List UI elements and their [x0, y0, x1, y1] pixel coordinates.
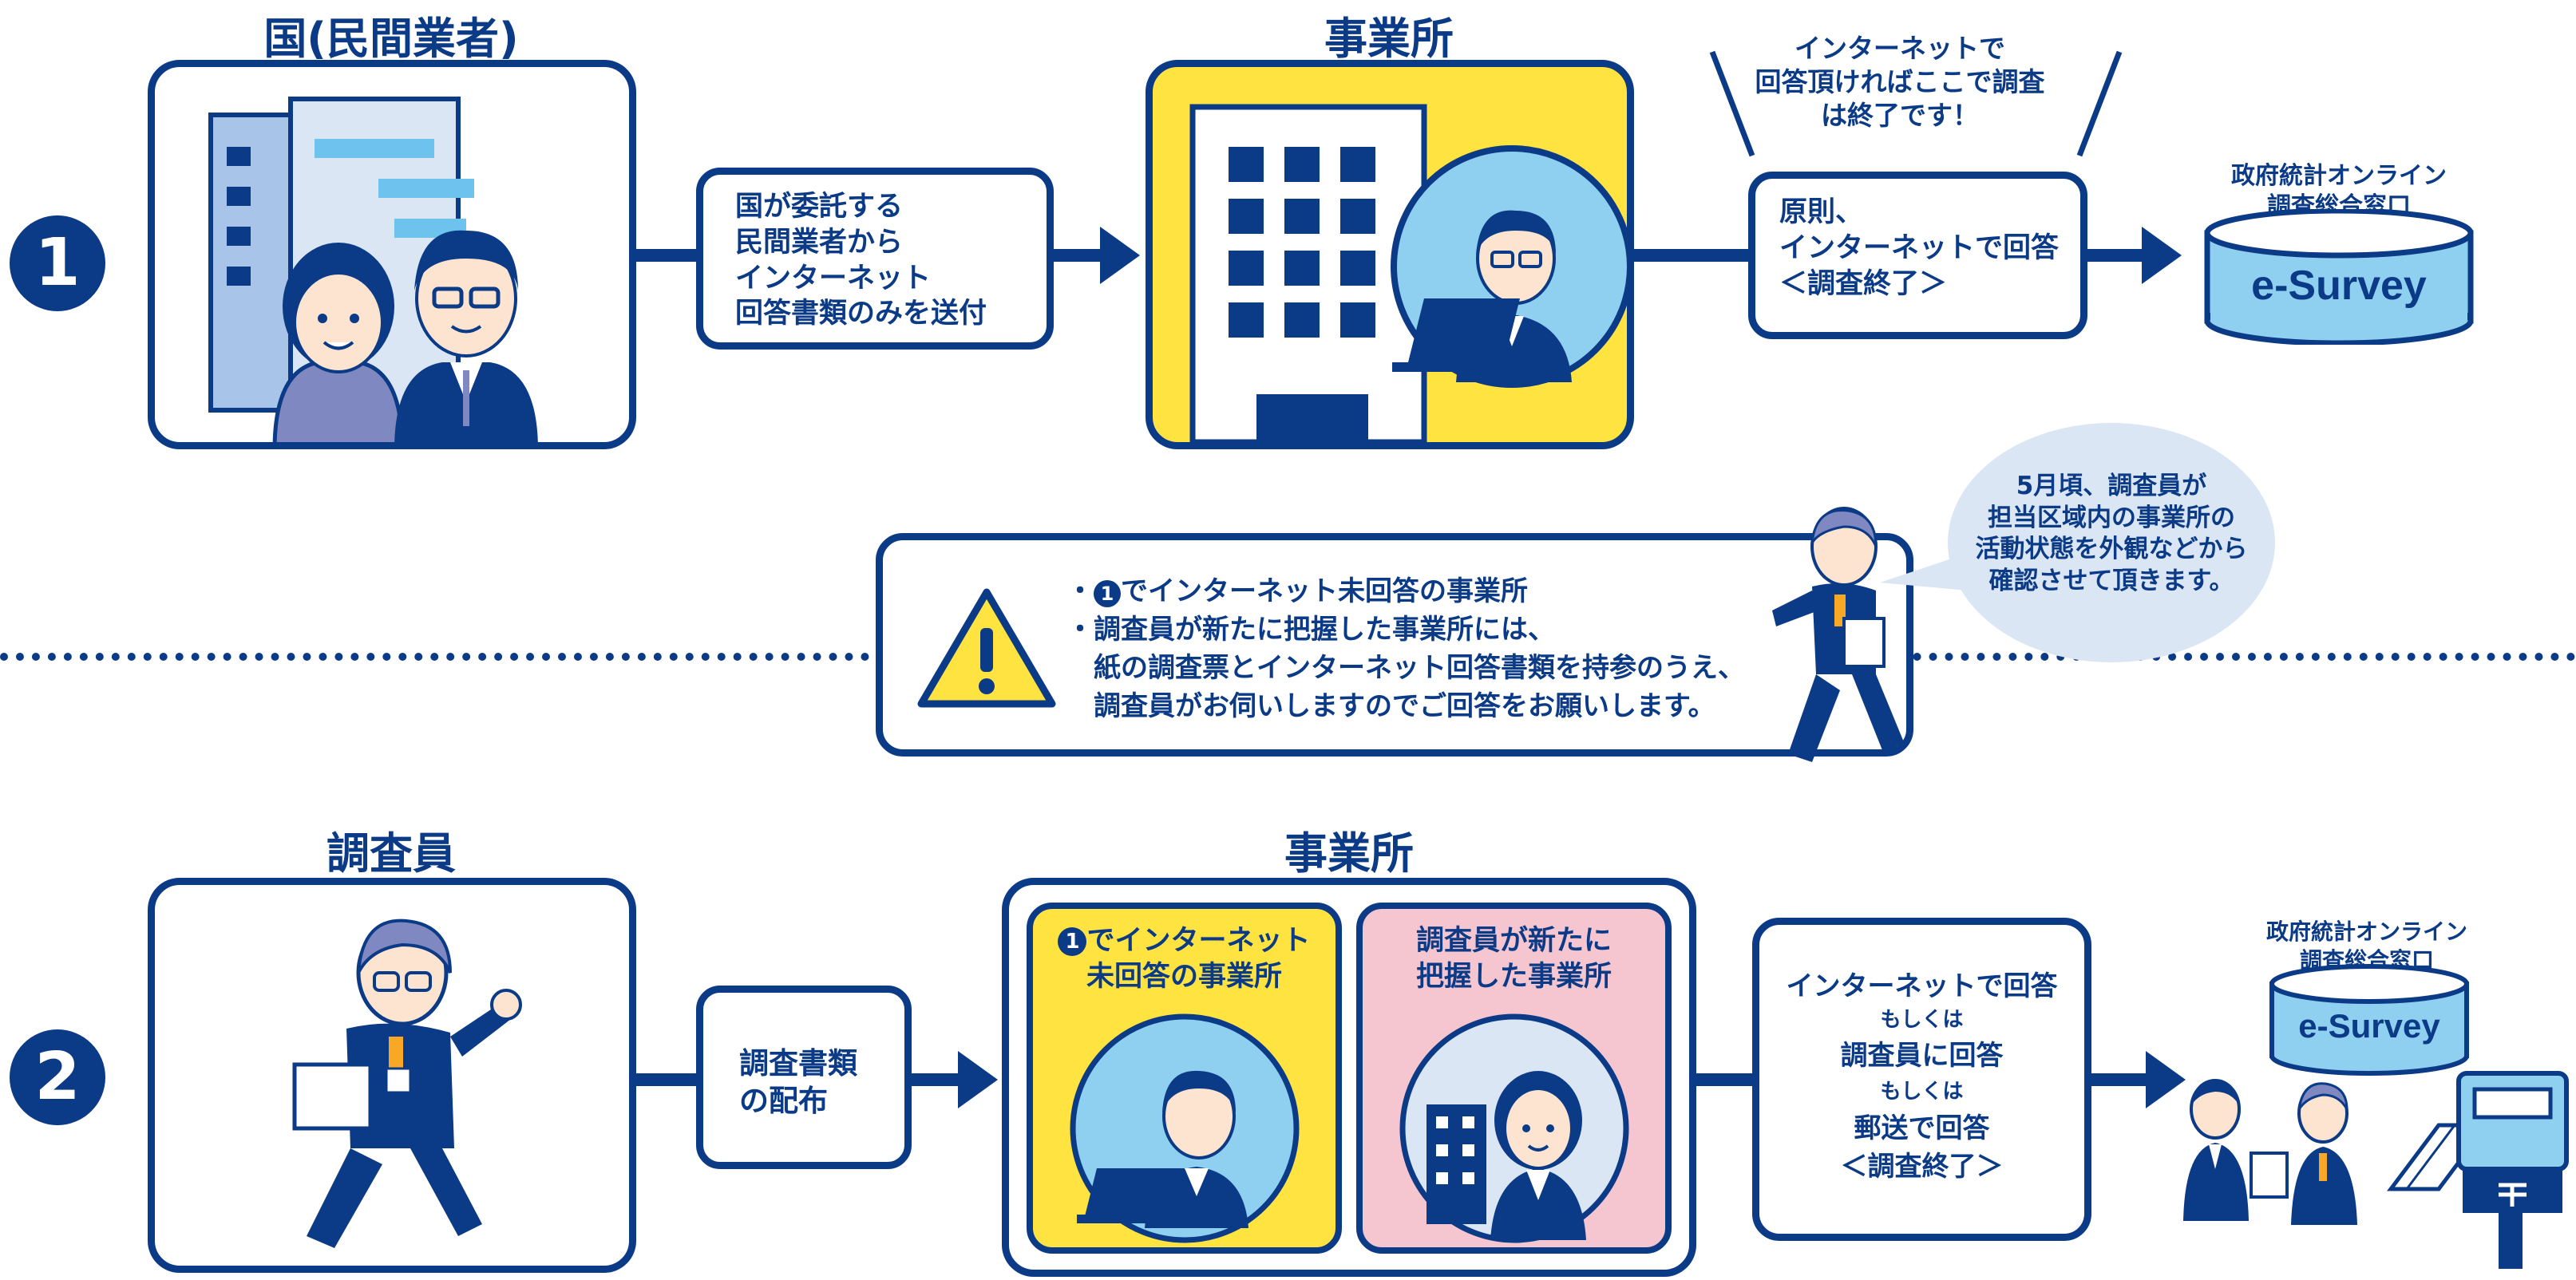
- answer-text-1: 原則、 インターネットで回答 ＜調査終了＞: [1779, 196, 2060, 300]
- investigator-panel: [148, 878, 636, 1273]
- answer-or-2: もしくは: [1880, 1080, 1964, 1104]
- investigator-label: 調査員: [326, 828, 456, 879]
- office-label-2: 事業所: [1284, 828, 1414, 879]
- connector-line: [636, 1073, 700, 1086]
- send-text: 国が委託する 民間業者から インターネット 回答書類のみを送付: [735, 191, 987, 330]
- esurvey-cylinder-icon: [2269, 964, 2469, 1076]
- arrow-line: [2087, 249, 2143, 262]
- new-office-card: 調査員が新たに 把握した事業所: [1356, 903, 1672, 1254]
- office-building-worker-illustration: [1189, 104, 1627, 442]
- office-label-1: 事業所: [1324, 14, 1454, 64]
- notice-line-3: 紙の調査票とインターネット回答書類を持参のうえ、: [1094, 652, 1745, 684]
- handover-mailbox-illustration: [2183, 1071, 2569, 1269]
- callout-lines: [1709, 50, 2123, 157]
- answer-internet: インターネットで回答: [1786, 970, 2058, 1002]
- answer-end: ＜調査終了＞: [1840, 1151, 2004, 1183]
- send-box: 国が委託する 民間業者から インターネット 回答書類のみを送付: [696, 168, 1054, 350]
- office-woman-icon: [1399, 1013, 1629, 1243]
- answer-or-1: もしくは: [1880, 1008, 1964, 1032]
- arrow-head: [958, 1051, 998, 1108]
- arrow-head: [2142, 227, 2182, 284]
- office-panel-1: [1146, 60, 1634, 449]
- answer-options: インターネットで回答 もしくは 調査員に回答 もしくは 郵送で回答 ＜調査終了＞: [1759, 969, 2084, 1184]
- connector-line: [1634, 249, 1754, 262]
- badge-1-icon: 1: [1058, 927, 1087, 956]
- answer-investigator: 調査員に回答: [1840, 1040, 2004, 1072]
- step-2-number: 2: [10, 1029, 105, 1125]
- badge-1-icon: 1: [1094, 580, 1121, 607]
- laptop-worker-icon: [1070, 1013, 1300, 1243]
- walking-investigator-illustration: [1772, 507, 1904, 762]
- bubble-text: 5月頃、調査員が 担当区域内の事業所の 活動状態を外観などから 確認させて頂きま…: [1975, 472, 2248, 596]
- notice-line-2: ・調査員が新たに把握した事業所には、: [1066, 614, 1555, 646]
- arrow-line: [1054, 249, 1102, 262]
- esurvey-logo-2: e-Survey: [2298, 1007, 2440, 1045]
- warning-icon: [917, 588, 1056, 708]
- step-1-number: 1: [10, 215, 105, 311]
- callout-text: インターネットで 回答頂ければここで調査 は終了です！: [1755, 33, 2045, 132]
- investigator-illustration: [292, 919, 522, 1248]
- connector-line: [1696, 1073, 1756, 1086]
- notice-line-4: 調査員がお伺いしますのでご回答をお願いします。: [1094, 690, 1715, 722]
- connector-line: [636, 249, 700, 262]
- new-office-label: 調査員が新たに 把握した事業所: [1415, 925, 1612, 993]
- speech-bubble: [1948, 423, 2275, 662]
- esurvey-logo-1: e-Survey: [2251, 263, 2427, 309]
- gov-panel: [148, 60, 636, 449]
- answer-box-2: インターネットで回答 もしくは 調査員に回答 もしくは 郵送で回答 ＜調査終了＞: [1752, 918, 2091, 1241]
- distribution-text: 調査書類 の配布: [739, 1046, 857, 1119]
- answer-box-1: 原則、 インターネットで回答 ＜調査終了＞: [1748, 172, 2087, 339]
- arrow-line: [2091, 1073, 2147, 1086]
- answer-mail: 郵送で回答: [1854, 1112, 1990, 1144]
- arrow-head: [2146, 1051, 2186, 1108]
- government-building-people-illustration: [208, 97, 538, 442]
- arrow-head: [1100, 227, 1140, 284]
- esurvey-cylinder-icon: [2204, 209, 2474, 345]
- speech-bubble-tail: [1880, 551, 1976, 591]
- arrow-line: [912, 1073, 960, 1086]
- gov-label: 国(民間業者): [263, 14, 519, 64]
- distribution-box: 調査書類 の配布: [696, 986, 912, 1169]
